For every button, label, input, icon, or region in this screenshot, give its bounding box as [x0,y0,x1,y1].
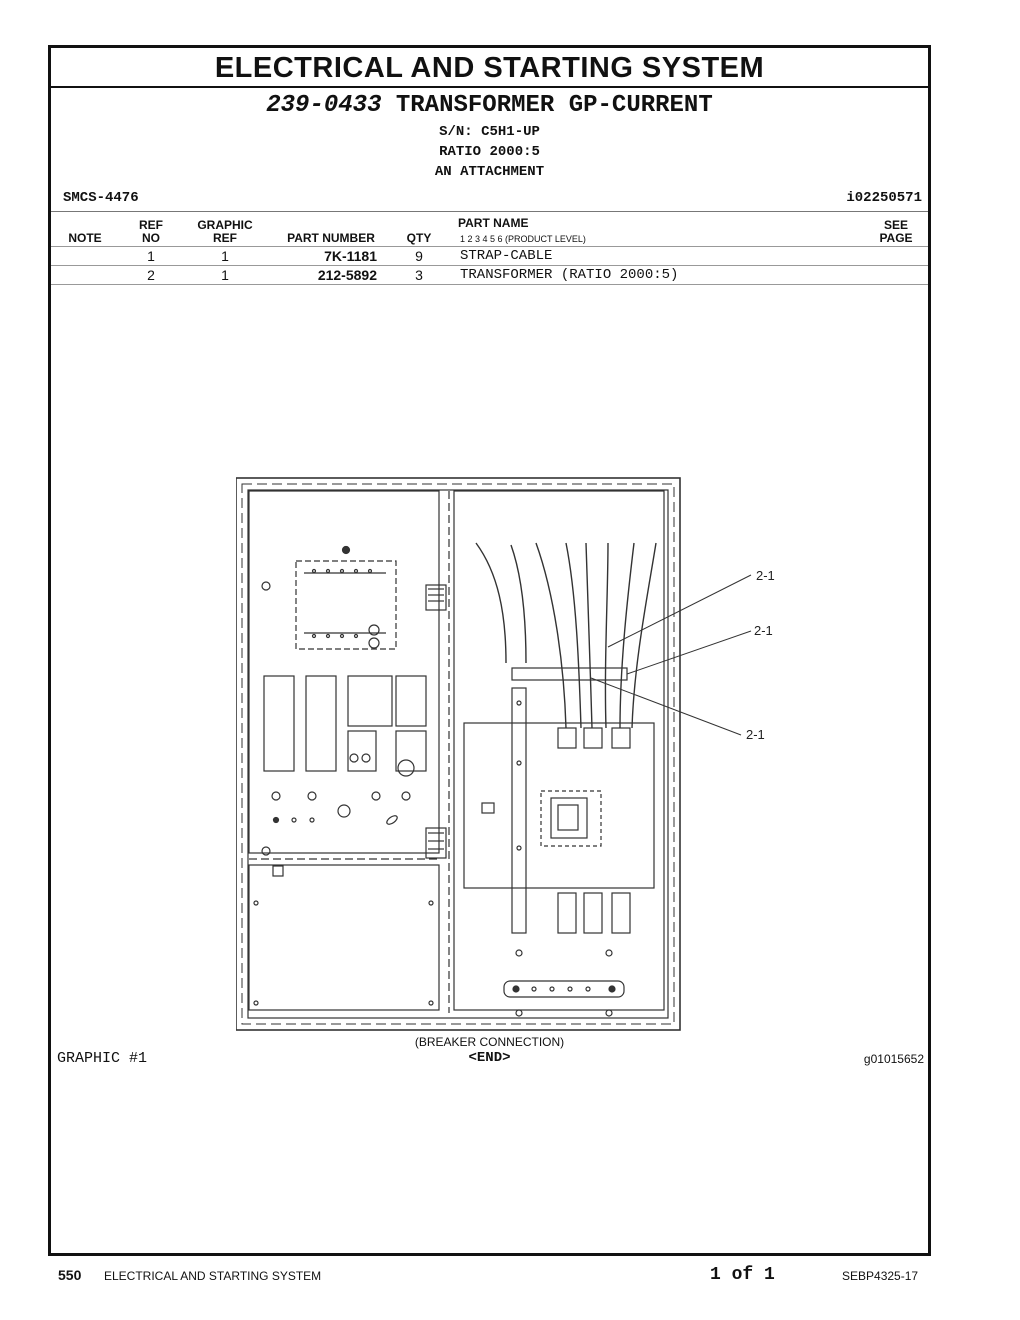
col-product-levels: 1 2 3 4 5 6 (PRODUCT LEVEL) [460,234,586,244]
callout-label: 2-1 [754,623,773,638]
graphic-label: GRAPHIC #1 [57,1050,148,1067]
footer-section: ELECTRICAL AND STARTING SYSTEM [104,1269,322,1283]
group-number: 239-0433 [266,92,382,119]
end-mark: <END> [468,1050,511,1066]
group-name: TRANSFORMER GP-CURRENT [395,92,713,119]
row-divider [51,284,928,285]
row-ref-no: 1 [147,248,155,264]
row-part-number: 7K-1181 [324,248,377,264]
graphic-id: g01015652 [863,1052,924,1066]
col-ref-no: REF NO [129,219,173,245]
col-see-page-top: SEE [883,218,908,232]
header-divider [51,211,928,212]
row-graphic-ref: 1 [221,248,229,264]
row-ref-no: 2 [147,267,155,283]
col-part-name: PART NAME [458,216,529,230]
col-see-page: SEE PAGE [871,219,921,245]
row-graphic-ref: 1 [221,267,229,283]
illustration-id: i02250571 [846,190,922,206]
col-qty: QTY [406,231,432,245]
col-part-number: PART NUMBER [287,231,375,245]
col-ref-no-bottom: NO [142,231,160,245]
row-divider [51,265,928,266]
col-note: NOTE [68,231,102,245]
document-number: SEBP4325-17 [842,1269,919,1283]
page-count: 1 of 1 [710,1265,775,1285]
row-qty: 9 [415,248,423,264]
graphic-caption: (BREAKER CONNECTION) [414,1035,565,1049]
row-part-name: STRAP-CABLE [460,248,553,264]
column-header-divider [51,246,928,247]
section-title: ELECTRICAL AND STARTING SYSTEM [214,52,765,84]
col-graphic-ref: GRAPHIC REF [187,219,263,245]
col-see-page-bottom: PAGE [879,231,913,245]
page-frame: ELECTRICAL AND STARTING SYSTEM 239-0433 … [48,45,931,1256]
page-footer: 550 ELECTRICAL AND STARTING SYSTEM 1 of … [0,1265,1020,1289]
group-type: AN ATTACHMENT [434,164,545,180]
col-ref-no-top: REF [139,218,163,232]
group-title: 239-0433 TRANSFORMER GP-CURRENT [51,92,928,119]
callout-label: 2-1 [756,568,775,583]
section-title-band: ELECTRICAL AND STARTING SYSTEM [51,48,928,88]
breaker-connection-drawing: 2-1 2-1 2-1 [236,477,775,1031]
page-number: 550 [58,1267,82,1283]
col-graphic-ref-top: GRAPHIC [197,218,253,232]
col-graphic-ref-bottom: REF [213,231,237,245]
ratio: RATIO 2000:5 [439,144,540,160]
serial-number: S/N: C5H1-UP [439,124,540,140]
callout-label: 2-1 [746,727,765,742]
row-part-name: TRANSFORMER (RATIO 2000:5) [460,267,679,283]
row-part-number: 212-5892 [317,267,377,283]
smcs-code: SMCS-4476 [63,190,139,206]
row-qty: 3 [415,267,423,283]
